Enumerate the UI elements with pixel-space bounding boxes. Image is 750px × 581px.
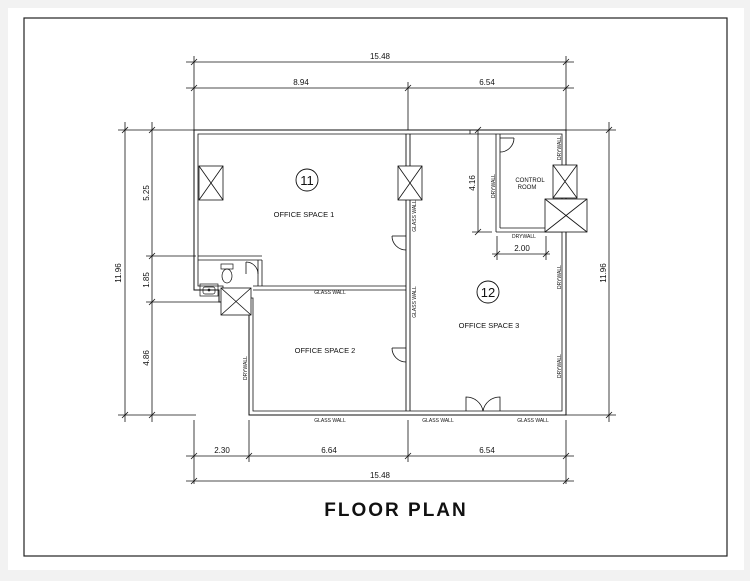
dim-left-top: 5.25 — [142, 185, 151, 201]
room-label-office-3: OFFICE SPACE 3 — [459, 321, 520, 330]
column-2 — [397, 165, 423, 201]
dim-top-left: 8.94 — [293, 78, 309, 87]
drywall-label-control-left: DRYWALL — [491, 174, 497, 198]
glass-wall-label-office2-top: GLASS WALL — [314, 290, 346, 296]
drawing-title: FLOOR PLAN — [324, 500, 468, 521]
room-number-11: 11 — [300, 173, 314, 188]
dim-left-total: 11.96 — [114, 263, 123, 283]
dim-control-width: 2.00 — [514, 244, 530, 253]
room-label-control-line1: CONTROL — [515, 178, 545, 184]
toilet-bowl-icon — [220, 263, 234, 284]
column-4 — [552, 164, 578, 199]
drywall-label-right-bottom: DRYWALL — [557, 354, 563, 378]
glass-wall-label-bottom-left: GLASS WALL — [314, 418, 346, 424]
washbasin-icon — [199, 283, 219, 297]
doors — [245, 137, 515, 412]
drywall-label-control-bottom: DRYWALL — [512, 234, 536, 240]
room-label-office-2: OFFICE SPACE 2 — [295, 346, 356, 355]
drywall-label-office2-left: DRYWALL — [243, 356, 249, 380]
dim-bottom-mid: 6.64 — [321, 446, 337, 455]
room-number-circle-12 — [476, 280, 500, 304]
room-number-12: 12 — [481, 285, 495, 300]
dim-control-height: 4.16 — [468, 175, 477, 191]
dimension-lines — [118, 56, 616, 485]
glass-wall-label-bottom-right: GLASS WALL — [517, 418, 549, 424]
dim-top-total: 15.48 — [370, 52, 391, 61]
drywall-label-right-mid: DRYWALL — [557, 265, 563, 289]
dim-bottom-left: 2.30 — [214, 446, 230, 455]
dim-left-mid: 1.85 — [142, 272, 151, 288]
column-5 — [544, 198, 588, 233]
dim-bottom-total: 15.48 — [370, 471, 391, 480]
glass-wall-label-partition-upper: GLASS WALL — [412, 200, 418, 232]
toilet-fixtures — [199, 263, 234, 297]
dim-bottom-right: 6.54 — [479, 446, 495, 455]
sheet-border — [23, 17, 728, 557]
glass-wall-label-bottom-mid: GLASS WALL — [422, 418, 454, 424]
column-3 — [220, 287, 252, 316]
structural-columns — [198, 164, 588, 316]
column-1 — [198, 165, 224, 201]
dim-right-total: 11.96 — [599, 263, 608, 283]
dim-top-right: 6.54 — [479, 78, 495, 87]
room-number-circle-11 — [295, 168, 319, 192]
dim-left-bottom: 4.86 — [142, 350, 151, 366]
drywall-label-right-top: DRYWALL — [557, 136, 563, 160]
room-label-office-1: OFFICE SPACE 1 — [274, 210, 335, 219]
glass-wall-label-partition-lower: GLASS WALL — [412, 286, 418, 318]
room-label-control-line2: ROOM — [518, 185, 537, 191]
